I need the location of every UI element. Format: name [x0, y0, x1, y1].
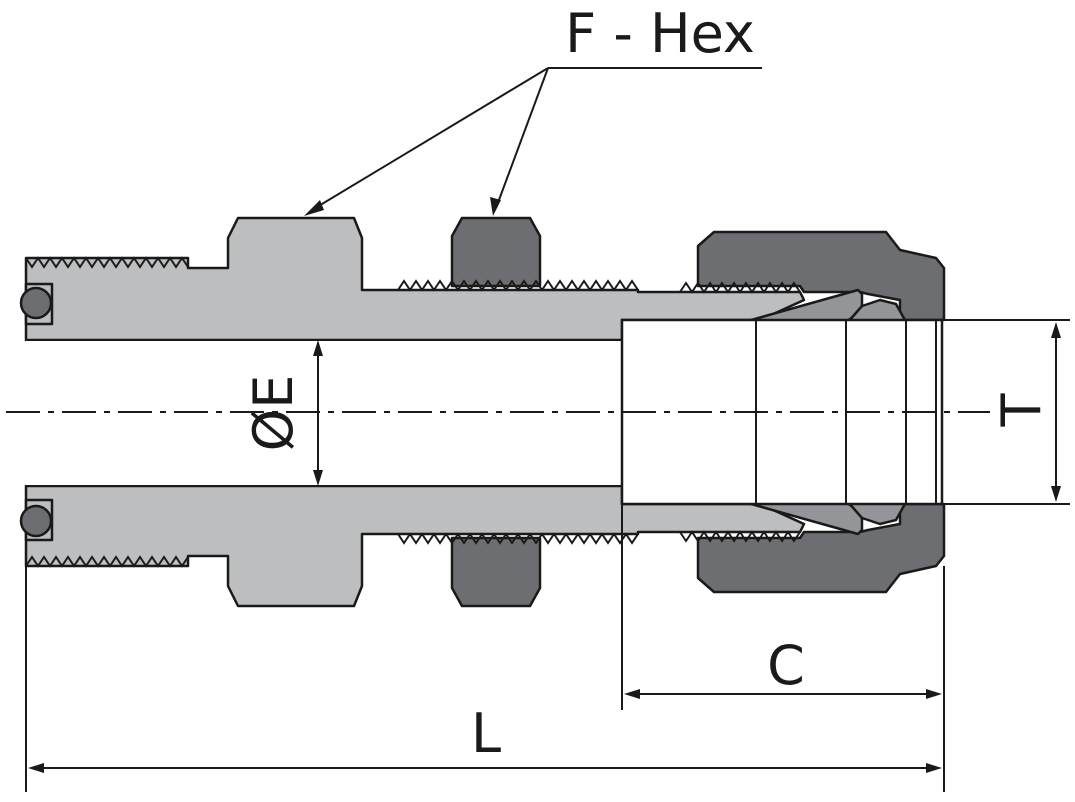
o-ring-upper: [19, 286, 53, 320]
tube: [620, 318, 944, 506]
o-ring-lower: [19, 504, 53, 538]
hex-arrow-locknut: [490, 197, 501, 216]
bore-diameter-label: ØE: [242, 375, 305, 452]
overall-length-label: L: [471, 702, 501, 765]
nut-depth-label: C: [767, 634, 805, 697]
hex-leader-locknut: [495, 67, 549, 209]
locknut-upper: [450, 216, 542, 288]
thread-right-top: [679, 281, 801, 294]
thread-right-bottom: [679, 530, 801, 543]
thread-left-bottom: [25, 555, 189, 568]
tube-od-label: T: [990, 393, 1053, 428]
thread-left-top: [25, 256, 189, 269]
locknut-lower: [450, 536, 542, 608]
thread-mid-bottom: [397, 532, 639, 545]
hex-label: F - Hex: [565, 2, 755, 65]
hex-leader-body: [311, 67, 549, 211]
hex-arrow-body: [304, 200, 324, 216]
thread-mid-top: [397, 279, 639, 292]
